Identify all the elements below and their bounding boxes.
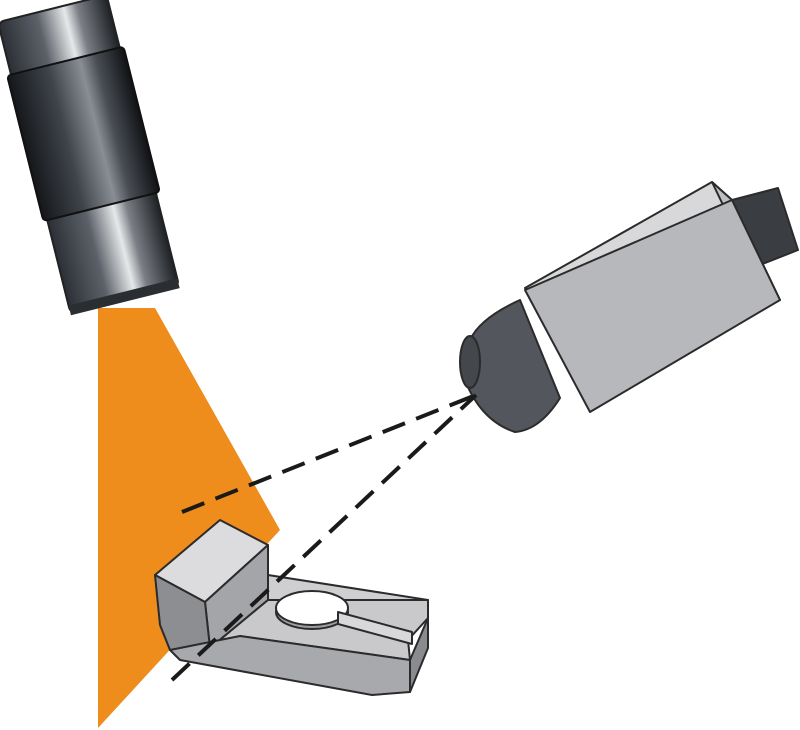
camera-sightlines xyxy=(170,393,478,682)
light-source xyxy=(0,0,180,316)
sightline-upper xyxy=(181,393,477,514)
light-beam xyxy=(98,308,280,728)
sightline-lower xyxy=(170,393,478,682)
camera xyxy=(459,181,799,433)
metal-part xyxy=(154,519,429,696)
